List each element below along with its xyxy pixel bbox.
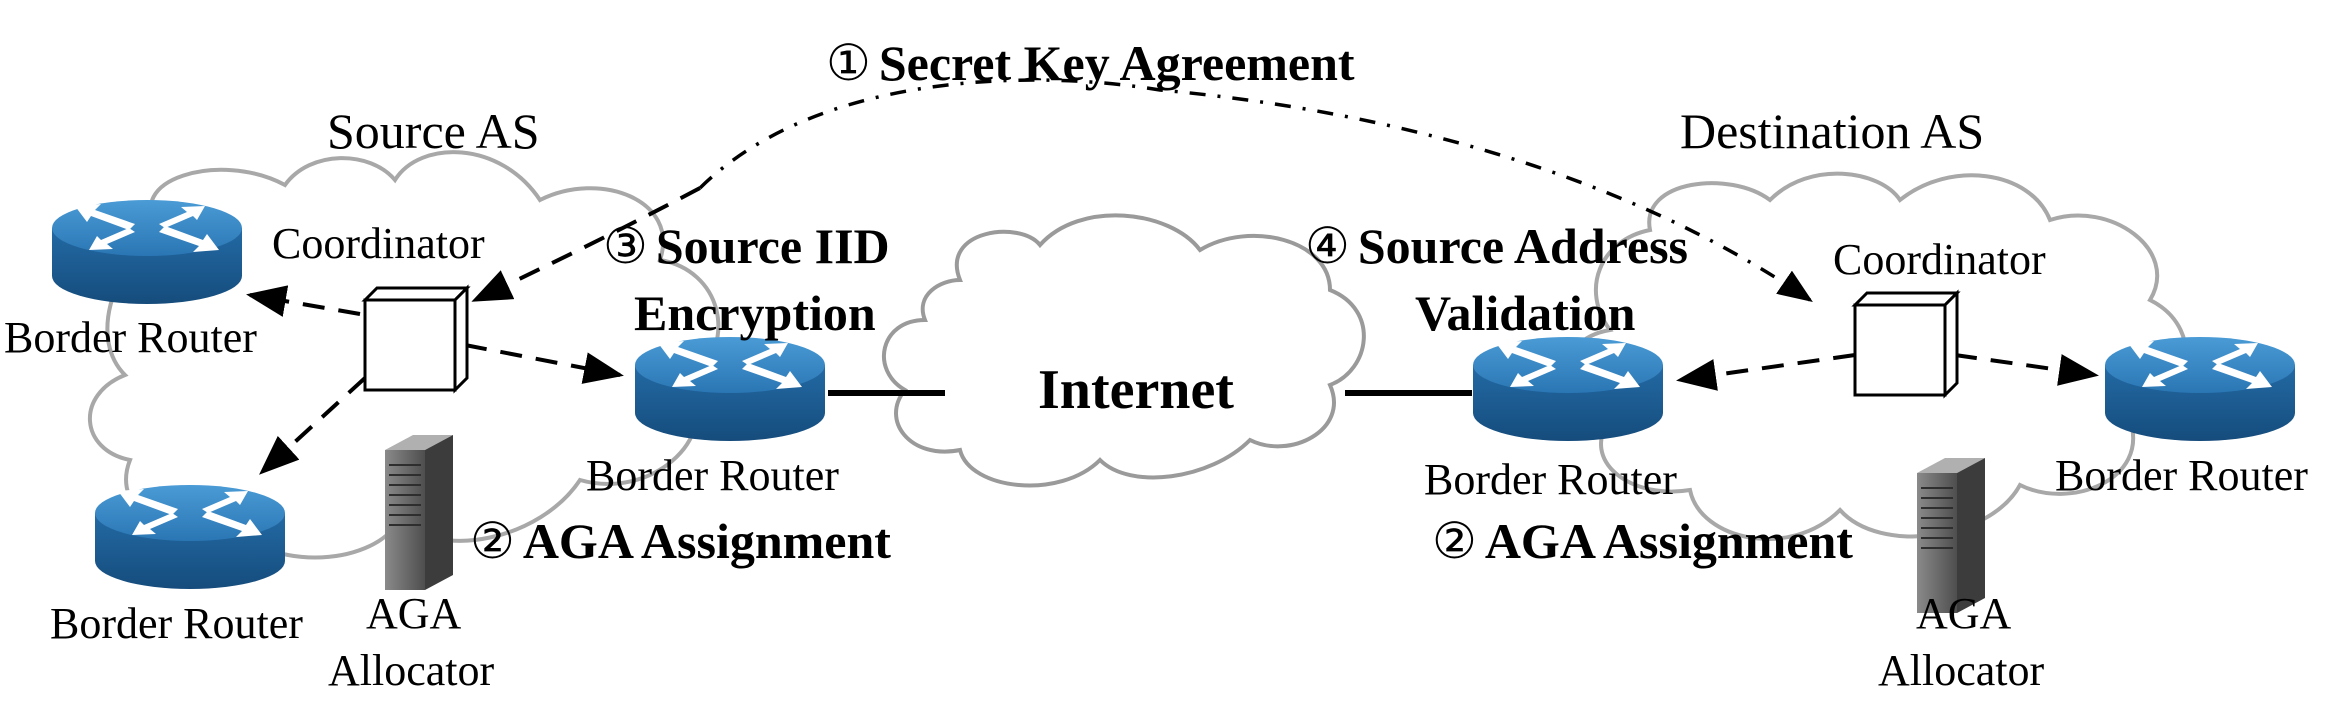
internet-cloud <box>881 213 1366 488</box>
destination-as-title: Destination AS <box>1680 103 1984 159</box>
router-icon-destination-edge <box>1473 337 1663 441</box>
destination-allocator-label: Allocator <box>1878 646 2045 695</box>
step3-line2: Encryption <box>634 285 876 341</box>
source-aga-label: AGA <box>366 589 462 638</box>
source-allocator-label: Allocator <box>328 646 495 695</box>
router-icon-source-bottom <box>95 485 285 589</box>
destination-aga-label: AGA <box>1916 589 2012 638</box>
arrow-coordinator-to-bottom-router <box>259 376 367 475</box>
coordinator-icon-source <box>363 286 469 392</box>
destination-right-router-label: Border Router <box>2055 451 2308 500</box>
secret-key-arc-to-source <box>471 186 701 302</box>
source-coordinator-label: Coordinator <box>272 219 485 268</box>
router-icon-source-edge <box>635 337 825 441</box>
step4-line2: Validation <box>1415 285 1636 341</box>
arrow-coordinator-to-edge-router <box>464 343 624 384</box>
arrow-dest-coordinator-to-edge-router <box>1676 353 1856 391</box>
source-top-router-label: Border Router <box>4 313 257 362</box>
arrow-coordinator-to-top-router <box>246 285 361 317</box>
coordinator-icon-destination <box>1853 291 1959 397</box>
source-bottom-router-label: Border Router <box>50 599 303 648</box>
internet-label: Internet <box>1038 359 1234 421</box>
destination-edge-router-label: Border Router <box>1424 455 1677 504</box>
server-icon-source <box>384 434 454 591</box>
source-as-title: Source AS <box>327 103 540 159</box>
router-icon-source-top <box>52 200 242 304</box>
router-icon-destination-right <box>2105 337 2295 441</box>
source-edge-router-label: Border Router <box>586 451 839 500</box>
arrow-dest-coordinator-to-right-router <box>1954 353 2099 386</box>
secret-key-arc <box>698 78 1813 302</box>
destination-coordinator-label: Coordinator <box>1833 235 2046 284</box>
